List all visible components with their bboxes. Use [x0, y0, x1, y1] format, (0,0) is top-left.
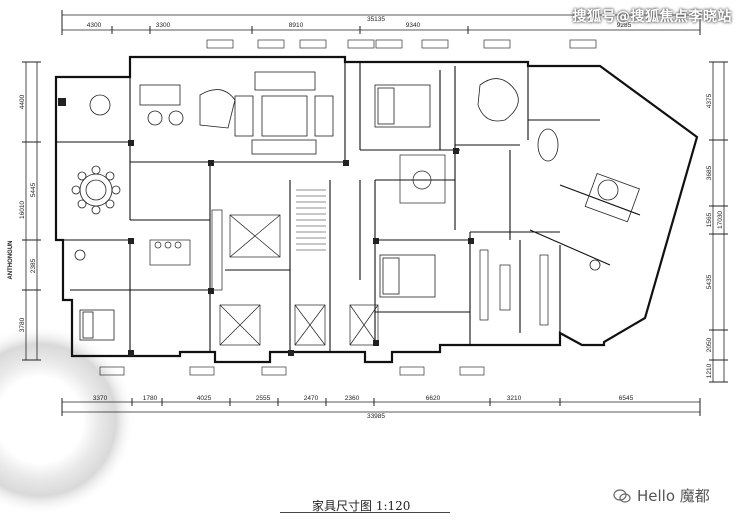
dim-right-3: 1565 — [706, 212, 713, 227]
dim-top-1: 4300 — [87, 22, 102, 29]
dining-table — [71, 165, 121, 215]
dim-top-2: 3300 — [156, 22, 171, 29]
outer-walls — [54, 55, 699, 364]
decorative-ring — [0, 325, 135, 515]
dim-top-5: 9285 — [617, 22, 632, 29]
signature-text: Hello 魔都 — [637, 487, 710, 505]
caption-underline — [280, 512, 450, 513]
dim-left-4: 3780 — [19, 317, 26, 332]
columns — [58, 98, 474, 356]
dim-right-1: 4375 — [706, 93, 713, 108]
dim-bottom-6: 2360 — [345, 395, 360, 402]
dim-bottom-1: 3370 — [93, 395, 108, 402]
dim-right-5: 2050 — [706, 337, 713, 352]
cabinets — [149, 154, 549, 346]
living-room-furniture — [139, 71, 334, 155]
dim-bottom-8: 3210 — [507, 395, 522, 402]
dim-left-total: 16010 — [19, 201, 26, 219]
dim-left-2: 5445 — [30, 182, 37, 197]
caption-text: 家具尺寸图 1:120 — [312, 499, 411, 513]
wechat-signature: Hello 魔都 — [613, 485, 710, 506]
dim-right-6: 1210 — [706, 363, 713, 378]
beds — [79, 84, 640, 341]
dimension-ticks — [22, 10, 728, 416]
dim-left-vertical-text: ANTHONGUN — [8, 241, 14, 280]
dim-top-4: 9340 — [406, 22, 421, 29]
window-markers — [99, 39, 597, 376]
dim-bottom-2: 1780 — [143, 395, 158, 402]
dim-right-total: 17030 — [717, 211, 724, 229]
dim-right-4: 5435 — [706, 274, 713, 289]
dim-left-1: 4400 — [19, 94, 26, 109]
dim-bottom-4: 2555 — [256, 395, 271, 402]
dim-bottom-5: 2470 — [304, 395, 319, 402]
dim-top-3: 8910 — [289, 22, 304, 29]
dim-right-2: 3685 — [706, 165, 713, 180]
dim-left-3: 2385 — [30, 258, 37, 273]
dim-bottom-total: 33985 — [367, 413, 385, 420]
wechat-icon — [613, 488, 631, 503]
dim-top-total: 35135 — [367, 16, 385, 23]
dimension-texts: 35135 4300 3300 8910 9340 9285 3370 1780… — [87, 16, 634, 420]
stairs — [296, 189, 326, 251]
dim-bottom-7: 6620 — [426, 395, 441, 402]
dim-bottom-9: 6545 — [619, 395, 634, 402]
inner-walls — [56, 57, 641, 356]
dimension-texts-vertical: 4400 5445 2385 3780 16010 ANTHONGUN 4375… — [8, 93, 724, 378]
dim-bottom-3: 4025 — [197, 395, 212, 402]
dimension-lines — [25, 14, 725, 413]
drawing-caption: 家具尺寸图 1:120 — [280, 494, 450, 516]
source-watermark: 搜狐号@搜狐焦点李晓站 — [572, 9, 732, 25]
bath-features — [74, 78, 619, 271]
